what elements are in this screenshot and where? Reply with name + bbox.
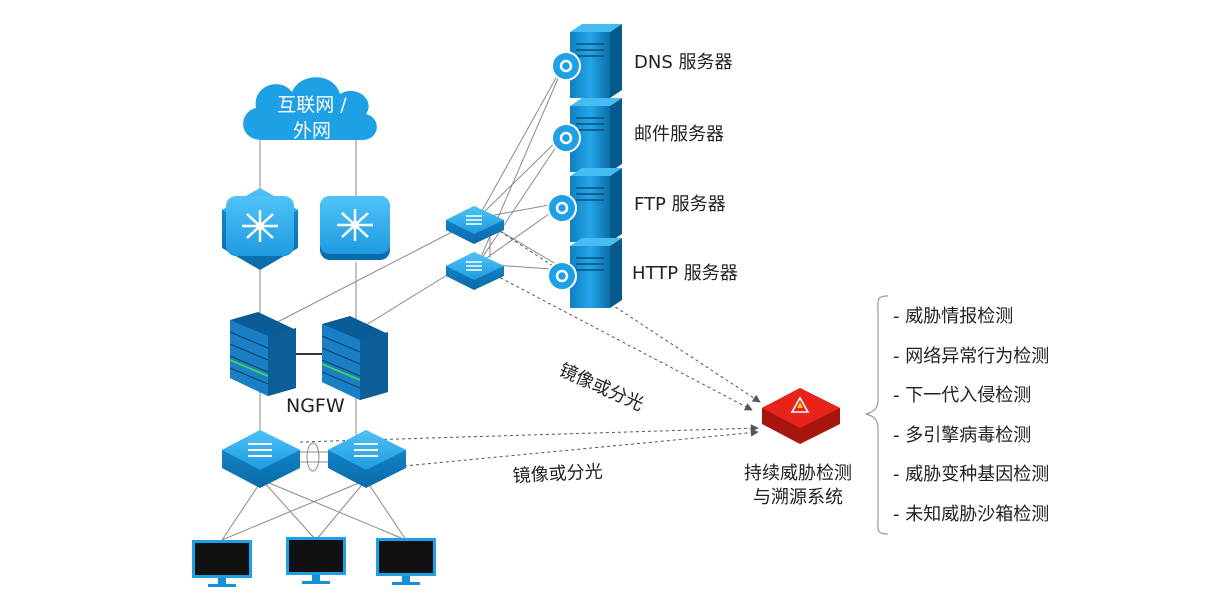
ngfw-label: NGFW [286, 395, 345, 417]
gear-icon [559, 131, 573, 145]
server-label-http: HTTP 服务器 [632, 263, 738, 284]
capability-list: - 威胁情报检测 - 网络异常行为检测 - 下一代入侵检测 - 多引擎病毒检测 … [893, 302, 1049, 539]
capability-item: - 威胁变种基因检测 [893, 464, 1050, 485]
capability-bracket [865, 295, 889, 535]
gear-icon [555, 269, 569, 283]
detection-system-label: 持续威胁检测 与溯源系统 [730, 462, 866, 510]
brick-pattern [321, 335, 361, 389]
server-label-mail: 邮件服务器 [634, 124, 724, 145]
core-switch-left [222, 430, 300, 488]
firewall-left [229, 312, 296, 396]
detection-system-device [762, 388, 840, 444]
mirror-arrows [299, 227, 761, 467]
capability-item: - 未知威胁沙箱检测 [893, 503, 1050, 525]
router-right [320, 196, 390, 260]
core-switch-right [328, 430, 406, 488]
router-left [222, 188, 298, 270]
internet-cloud [243, 77, 377, 140]
capability-item: - 威胁情报检测 [893, 306, 1014, 327]
server-mail [551, 98, 622, 172]
capability-item: - 网络异常行为检测 [893, 345, 1050, 367]
pc-2 [286, 537, 346, 584]
detection-system-label-line1: 持续威胁检测 [744, 463, 852, 484]
pc-1 [192, 540, 252, 587]
firewall-right [321, 316, 388, 400]
mirror-label-lower: 镜像或分光 [512, 461, 604, 487]
cloud-label-line2: 外网 [292, 120, 331, 142]
gear-icon [555, 201, 569, 215]
dmz-switch-top [446, 206, 504, 244]
pc-3 [376, 538, 436, 585]
cloud-label-line1: 互联网 / [277, 94, 347, 116]
dmz-switch-bottom [446, 252, 504, 290]
detection-system-label-line2: 与溯源系统 [753, 487, 843, 508]
server-http [547, 238, 622, 308]
capability-item: - 下一代入侵检测 [893, 385, 1032, 406]
server-ftp [547, 168, 622, 242]
cloud-label: 互联网 / 外网 [262, 92, 362, 144]
recycle-triangle-icon [790, 396, 810, 413]
gear-icon [559, 59, 573, 73]
server-label-dns: DNS 服务器 [634, 52, 733, 73]
capability-item: - 多引擎病毒检测 [893, 424, 1032, 446]
brick-pattern [229, 331, 269, 385]
server-dns [551, 24, 622, 98]
server-label-ftp: FTP 服务器 [634, 194, 726, 215]
